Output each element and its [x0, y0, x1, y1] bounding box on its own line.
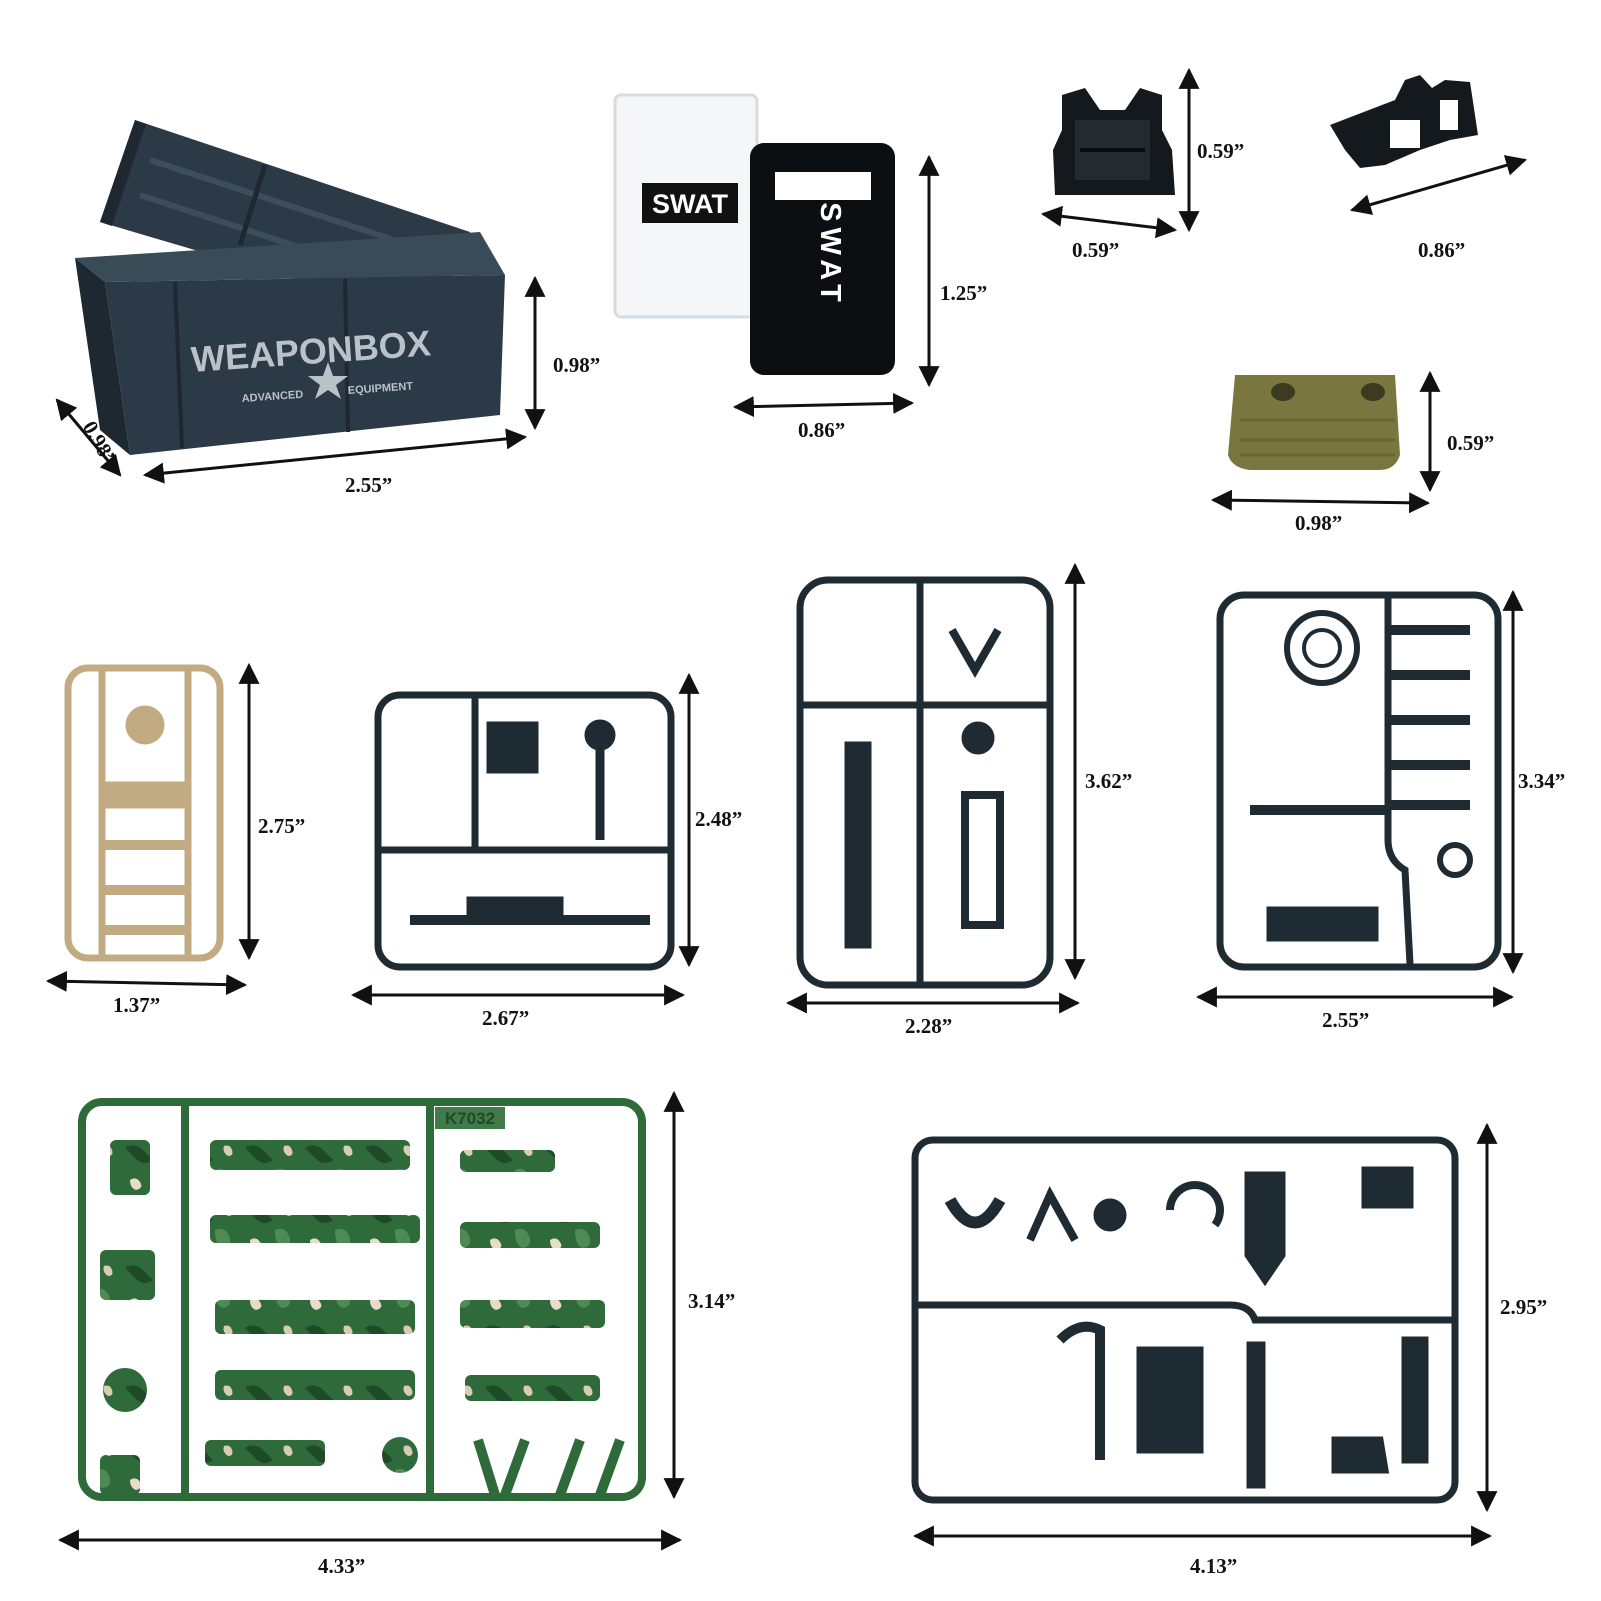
holster-icon — [1330, 75, 1478, 168]
sprue-code-text: K7032 — [445, 1109, 495, 1128]
parts-sprue-icon — [911, 1136, 1459, 1504]
dimension-arrow-icon — [55, 398, 122, 477]
camo-sprue-height-label: 3.14” — [688, 1289, 735, 1313]
pouch-width-label: 0.98” — [1295, 511, 1342, 535]
dimension-arrow-icon — [1349, 155, 1528, 215]
sprue4-width-label: 2.55” — [1322, 1008, 1369, 1032]
sandbag-pouch-icon — [1228, 375, 1400, 470]
shield-height-label: 1.25” — [940, 281, 987, 305]
crate-subtext-left: ADVANCED — [241, 389, 303, 405]
tan-sprue-width-label: 1.37” — [113, 993, 160, 1017]
vest-height-label: 0.59” — [1197, 139, 1244, 163]
parts-sprue-icon — [1216, 591, 1502, 971]
dimension-arrow-icon — [1210, 489, 1431, 514]
dimension-arrow-icon — [45, 970, 248, 996]
camo-sprue-width-label: 4.33” — [318, 1554, 365, 1578]
shield-width-label: 0.86” — [798, 418, 845, 442]
box-width-label: 2.55” — [345, 473, 392, 497]
sprue2-height-label: 2.48” — [695, 807, 742, 831]
black-shield-label: SWAT — [814, 202, 846, 308]
parts-sprue-icon — [64, 664, 224, 962]
tools-sprue-height-label: 2.95” — [1500, 1295, 1547, 1319]
vest-width-label: 0.59” — [1072, 238, 1119, 262]
tactical-vest-icon — [1053, 88, 1175, 195]
sprue3-width-label: 2.28” — [905, 1014, 952, 1038]
tools-sprue-width-label: 4.13” — [1190, 1554, 1237, 1578]
sprue3-height-label: 3.62” — [1085, 769, 1132, 793]
dimension-arrow-icon — [732, 392, 915, 418]
weapon-crate-icon: WEAPONBOX ADVANCED EQUIPMENT — [75, 120, 505, 455]
pouch-height-label: 0.59” — [1447, 431, 1494, 455]
parts-sprue-icon — [796, 576, 1054, 989]
holster-width-label: 0.86” — [1418, 238, 1465, 262]
tan-sprue-height-label: 2.75” — [258, 814, 305, 838]
parts-sprue-icon — [374, 691, 675, 971]
crate-subtext-right: EQUIPMENT — [347, 380, 413, 397]
parts-sprue-icon: K7032 — [78, 1098, 646, 1501]
sprue2-width-label: 2.67” — [482, 1006, 529, 1030]
clear-shield-label: SWAT — [652, 189, 728, 219]
riot-shield-icon: SWAT SWAT — [613, 93, 895, 375]
sprue4-height-label: 3.34” — [1518, 769, 1565, 793]
dimension-arrow-icon — [1040, 205, 1178, 239]
dimension-arrow-icon — [142, 428, 528, 484]
box-height-label: 0.98” — [553, 353, 600, 377]
